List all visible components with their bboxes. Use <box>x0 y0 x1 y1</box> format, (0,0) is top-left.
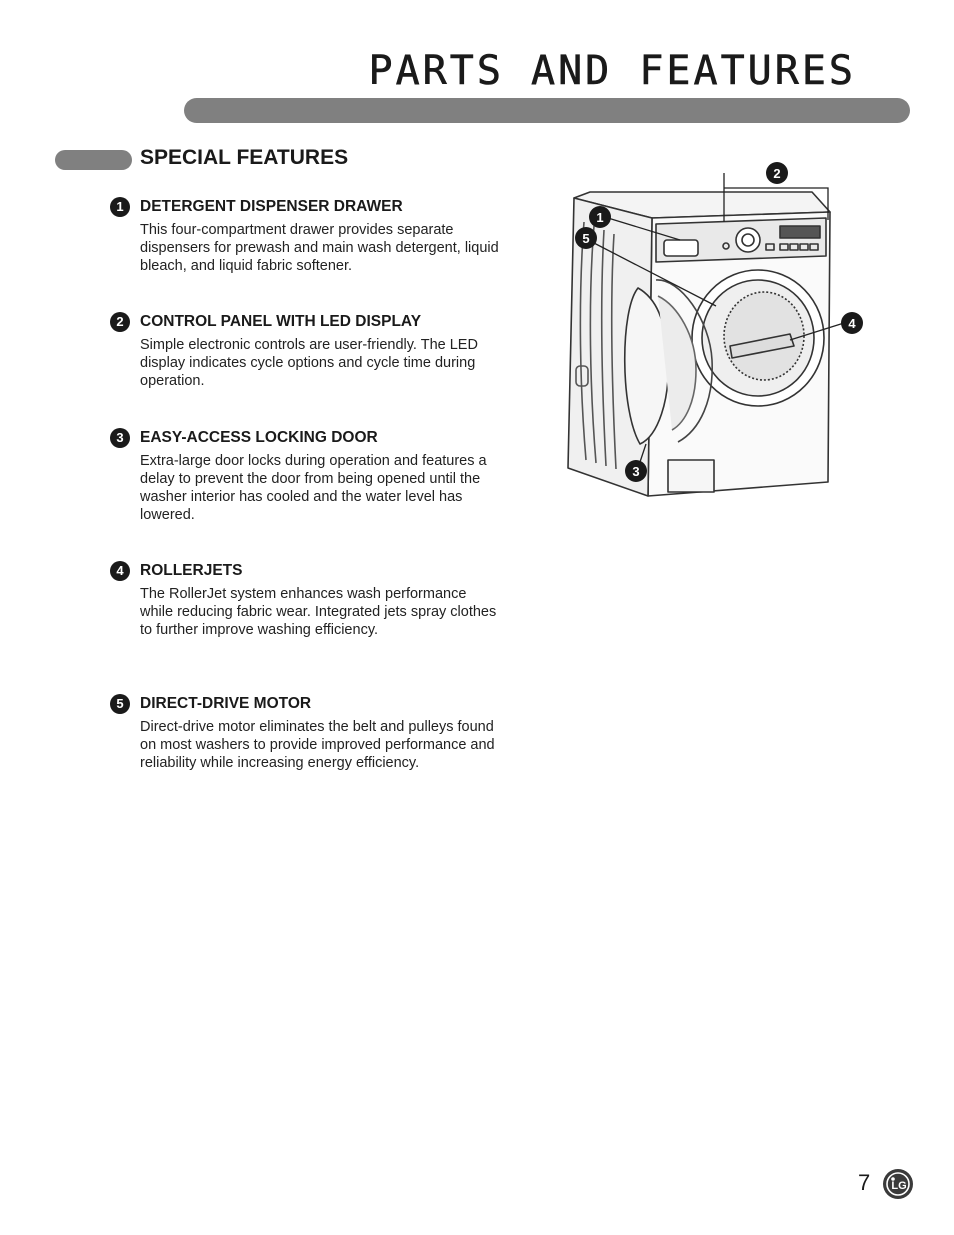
page-title: PARTS AND FEATURES <box>368 48 856 95</box>
feature-number-badge: 5 <box>110 694 130 714</box>
feature-number-badge: 3 <box>110 428 130 448</box>
feature-rollerjets: 4 ROLLERJETS The RollerJet system enhanc… <box>110 561 500 639</box>
svg-text:4: 4 <box>848 316 856 331</box>
feature-description: The RollerJet system enhances wash perfo… <box>140 586 497 638</box>
feature-detergent-dispenser: 1 DETERGENT DISPENSER DRAWER This four-c… <box>110 197 500 275</box>
washer-illustration: 2 1 5 4 3 <box>567 162 863 497</box>
feature-description: Direct-drive motor eliminates the belt a… <box>140 719 495 771</box>
callout-3: 3 <box>625 460 647 482</box>
feature-description: This four-compartment drawer provides se… <box>140 222 499 274</box>
feature-locking-door: 3 EASY-ACCESS LOCKING DOOR Extra-large d… <box>110 428 500 524</box>
feature-title: CONTROL PANEL WITH LED DISPLAY <box>140 313 422 330</box>
callout-2: 2 <box>766 162 788 184</box>
feature-title: ROLLERJETS <box>140 562 243 579</box>
page-number: 7 <box>858 1170 871 1195</box>
svg-text:5: 5 <box>582 231 589 246</box>
feature-title: DIRECT-DRIVE MOTOR <box>140 695 312 712</box>
section-title: SPECIAL FEATURES <box>140 146 349 169</box>
feature-number-badge: 2 <box>110 312 130 332</box>
feature-number-badge: 1 <box>110 197 130 217</box>
feature-number-badge: 4 <box>110 561 130 581</box>
title-bar-decoration <box>184 98 910 123</box>
feature-control-panel: 2 CONTROL PANEL WITH LED DISPLAY Simple … <box>110 312 500 390</box>
feature-description: Simple electronic controls are user-frie… <box>140 337 478 389</box>
svg-text:1: 1 <box>596 210 603 225</box>
feature-title: EASY-ACCESS LOCKING DOOR <box>140 429 378 446</box>
section-pill-decoration <box>55 150 132 170</box>
callout-5: 5 <box>575 227 597 249</box>
feature-direct-drive-motor: 5 DIRECT-DRIVE MOTOR Direct-drive motor … <box>110 694 500 772</box>
lg-logo-icon: LG <box>883 1169 913 1199</box>
svg-text:3: 3 <box>632 464 639 479</box>
callout-1: 1 <box>589 206 611 228</box>
feature-description: Extra-large door locks during operation … <box>140 453 487 523</box>
callout-4: 4 <box>841 312 863 334</box>
svg-text:LG: LG <box>891 1180 906 1192</box>
feature-title: DETERGENT DISPENSER DRAWER <box>140 198 403 215</box>
svg-text:2: 2 <box>773 166 780 181</box>
